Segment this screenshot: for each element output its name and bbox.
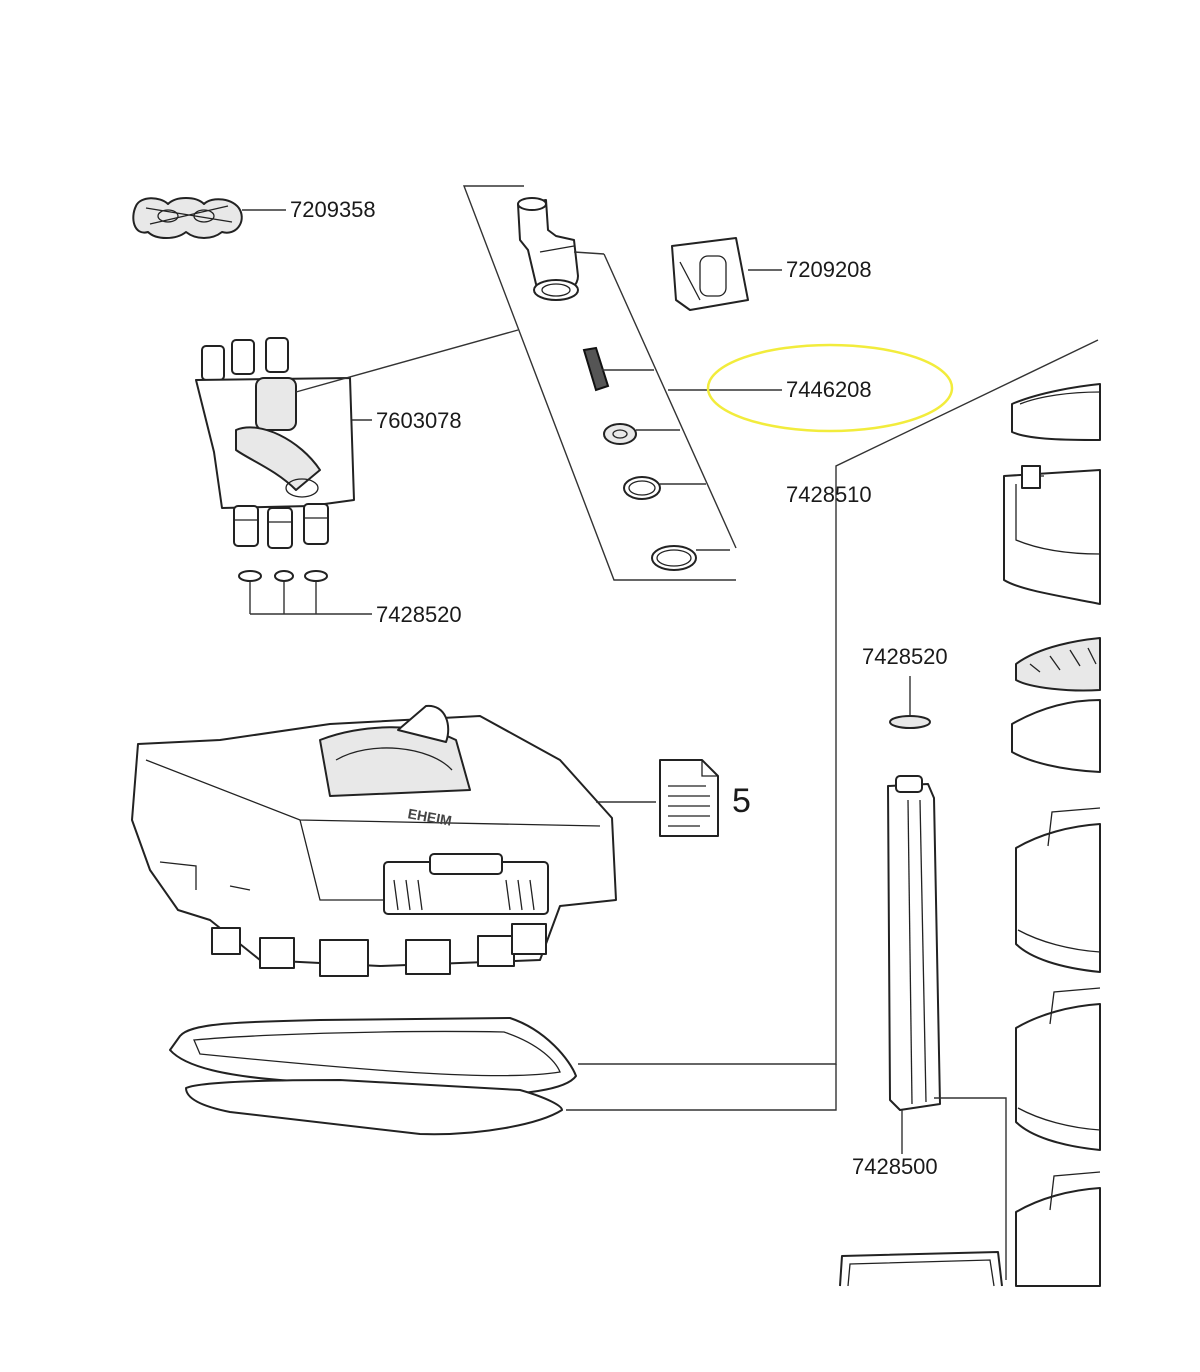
label-tube-o-ring: 7428520 bbox=[862, 644, 948, 669]
head-seal-rings bbox=[169, 1017, 577, 1136]
pump-head-part: EHEIM bbox=[131, 704, 617, 977]
canister-stack bbox=[1003, 383, 1101, 1287]
label-adapter-o-rings: 7428520 bbox=[376, 602, 462, 627]
label-clip: 7209208 bbox=[786, 257, 872, 282]
tube-o-ring-part bbox=[889, 715, 931, 729]
basket-rim-part bbox=[839, 1251, 1003, 1287]
label-intake-tube: 7428500 bbox=[852, 1154, 938, 1179]
label-adapter-block: 7603078 bbox=[376, 408, 462, 433]
valve-exploded-panel bbox=[462, 185, 782, 581]
document-icon bbox=[659, 759, 719, 837]
label-tube-seal-set: 7428510 bbox=[786, 482, 872, 507]
highlight-ellipse bbox=[706, 343, 954, 433]
document-reference: 5 bbox=[732, 782, 751, 820]
adapter-o-rings bbox=[238, 570, 372, 615]
adapter-block-part bbox=[195, 337, 355, 549]
label-valve-kit: 7446208 bbox=[786, 377, 872, 402]
clip-part bbox=[671, 237, 749, 311]
hose-clip-part bbox=[132, 197, 243, 239]
label-hose-clip: 7209358 bbox=[290, 197, 376, 222]
brand-logo: EHEIM bbox=[407, 805, 453, 828]
intake-tube-part bbox=[887, 775, 941, 1111]
